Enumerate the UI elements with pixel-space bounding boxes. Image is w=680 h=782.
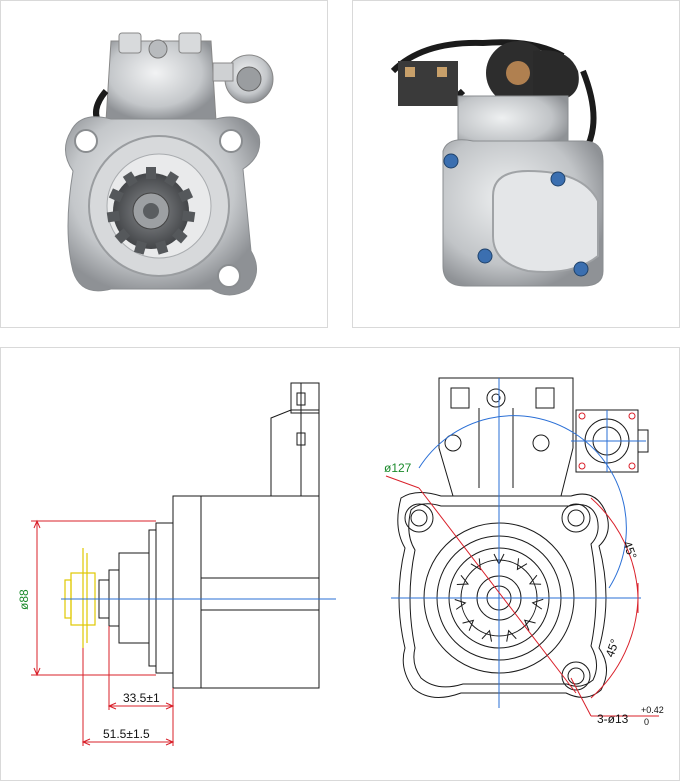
technical-drawing-panel: ø88 33.5±1 51.5±1.5 bbox=[0, 347, 680, 781]
starter-front-illustration bbox=[65, 32, 274, 296]
side-view bbox=[98, 382, 320, 689]
dimension-holes-label: 3-ø13 bbox=[597, 712, 629, 726]
dimension-angle-top-label: 45° bbox=[620, 539, 639, 561]
dimension-holes-tol-upper: +0.42 bbox=[641, 705, 664, 715]
dimension-angle-bottom-label: 45° bbox=[603, 637, 622, 659]
dimension-diameter-88-label: ø88 bbox=[17, 589, 31, 610]
photo-front-panel bbox=[0, 0, 328, 328]
photo-rear-panel bbox=[352, 0, 680, 328]
dimension-51-5 bbox=[81, 648, 175, 746]
dimension-33-5-label: 33.5±1 bbox=[123, 691, 160, 705]
dimension-33-5 bbox=[107, 626, 175, 710]
dimension-51-5-label: 51.5±1.5 bbox=[103, 727, 150, 741]
front-view-center-lines bbox=[391, 378, 646, 708]
technical-drawing: ø88 33.5±1 51.5±1.5 bbox=[17, 377, 664, 746]
front-view-dimensions bbox=[385, 475, 659, 717]
dimension-diameter-127-label: ø127 bbox=[384, 461, 412, 475]
dimension-holes-tol-lower: 0 bbox=[644, 717, 649, 727]
starter-rear-illustration bbox=[390, 39, 604, 287]
pinion-gear-outline bbox=[64, 548, 96, 648]
dimension-diameter-88 bbox=[31, 519, 156, 677]
front-view-gear-teeth bbox=[454, 553, 544, 642]
